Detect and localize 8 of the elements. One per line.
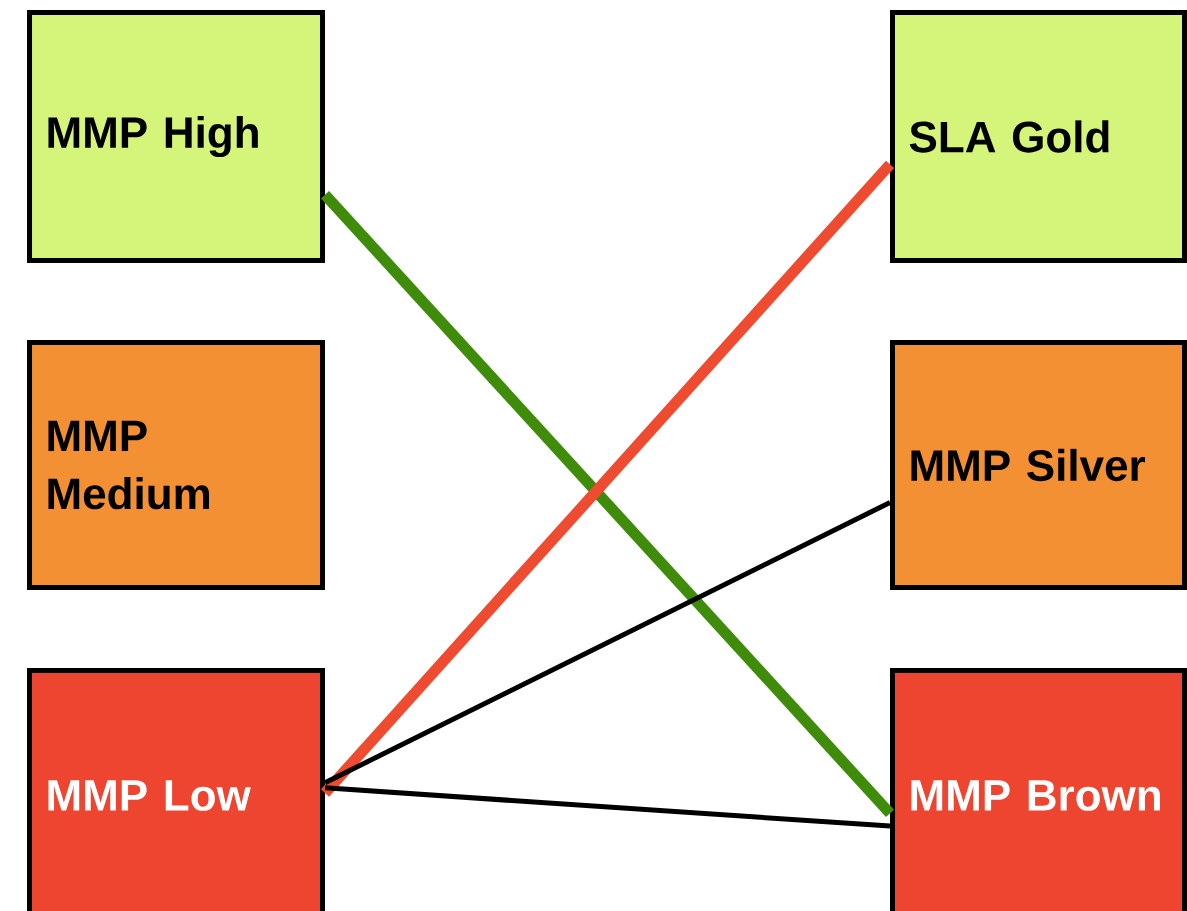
connector-line [323, 500, 892, 785]
box: MMP High [27, 10, 325, 263]
box: MMP Medium [27, 340, 325, 590]
connector-line [324, 785, 891, 829]
box: MMP Brown [890, 668, 1187, 911]
box: MMP Low [27, 668, 325, 911]
box: MMP Silver [890, 340, 1187, 590]
box: SLA Gold [890, 10, 1187, 263]
